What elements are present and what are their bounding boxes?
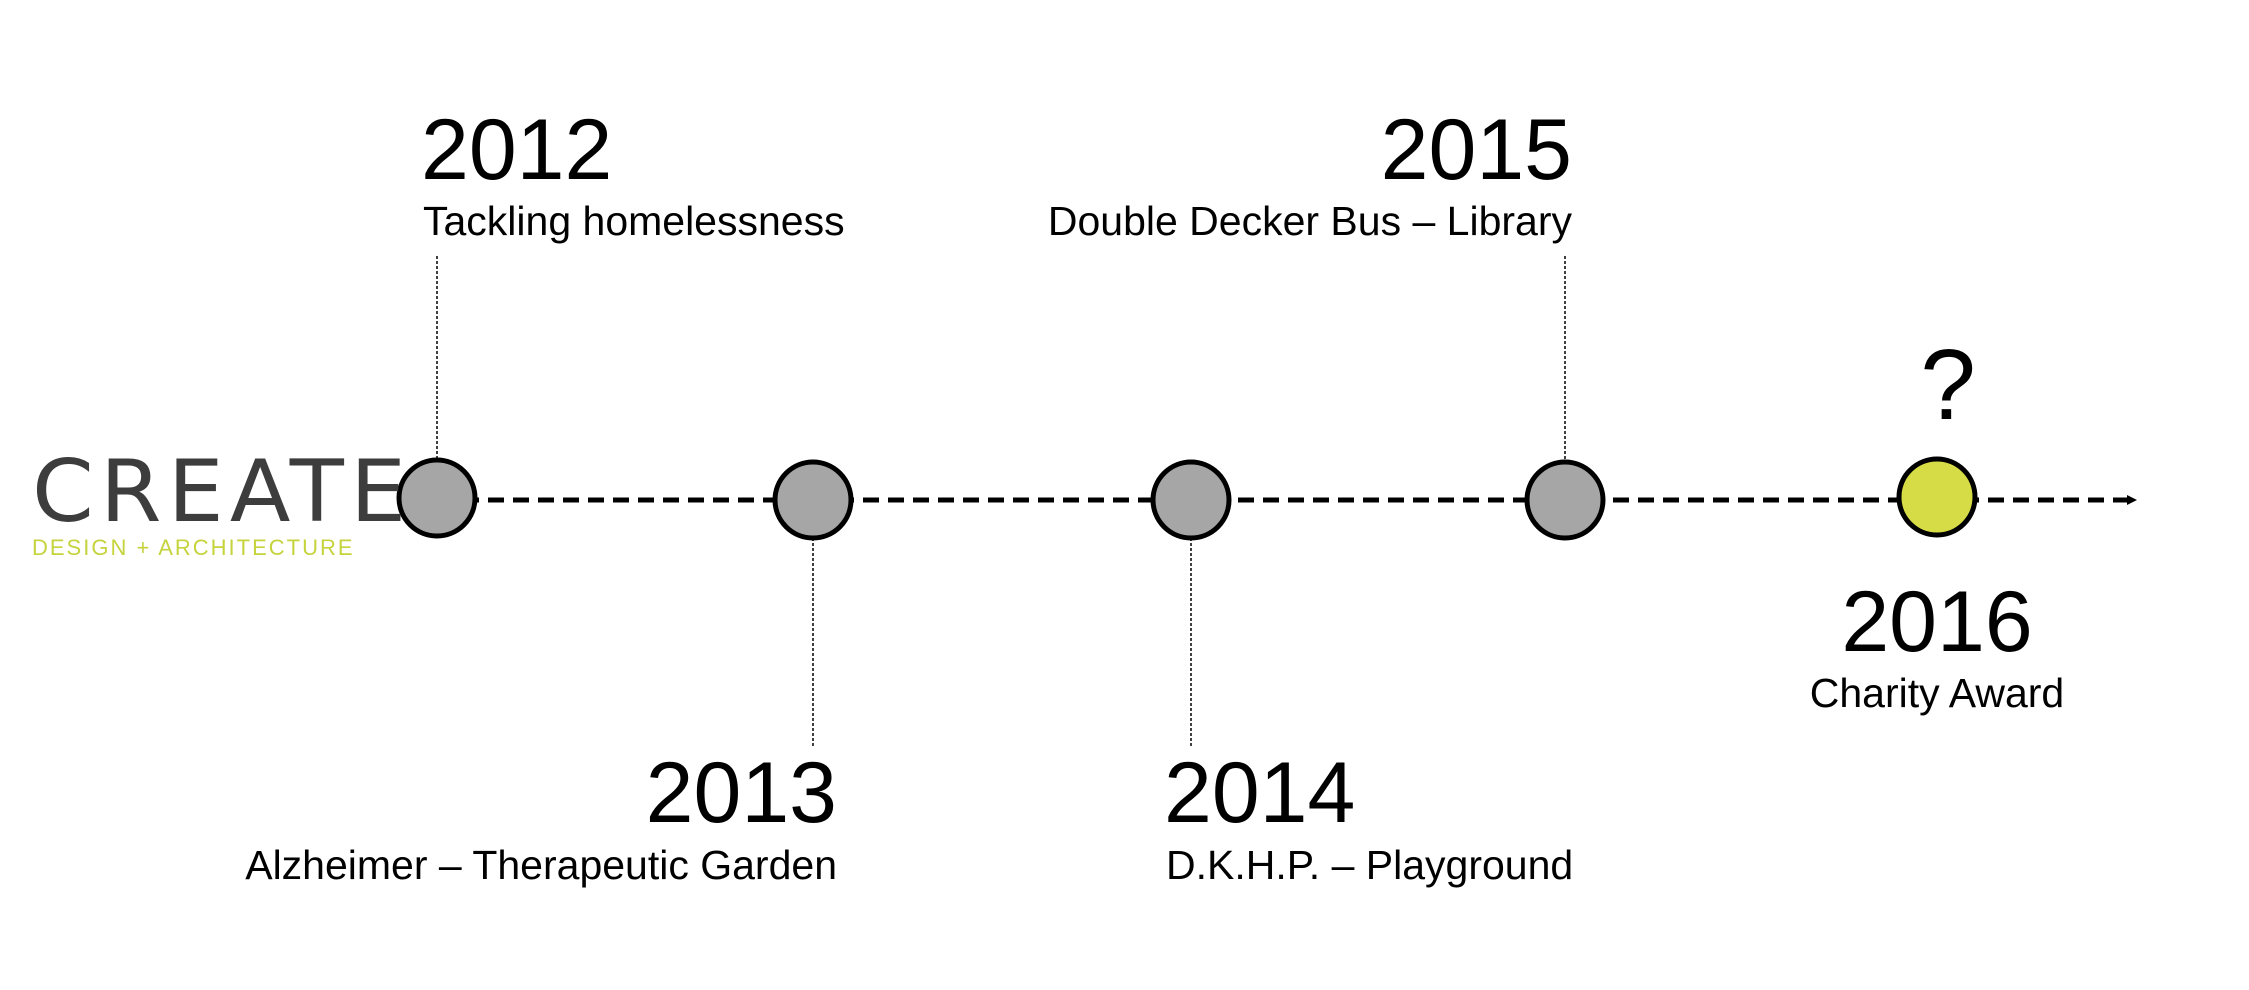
milestone-year-2013: 2013	[645, 745, 837, 841]
create-logo: CREATE DESIGN + ARCHITECTURE	[32, 448, 406, 560]
logo-wordmark: CREATE	[32, 442, 413, 542]
milestone-year-2015: 2015	[1380, 102, 1572, 198]
milestone-label-2016: Charity Award	[1809, 670, 2065, 716]
milestone-label-2012: Tackling homelessness	[423, 198, 845, 244]
future-question-mark: ?	[1920, 329, 1976, 441]
milestone-circle-2012	[396, 457, 478, 539]
milestone-year-2014: 2014	[1164, 745, 1356, 841]
milestone-circle-2015	[1524, 459, 1606, 541]
milestone-label-2015: Double Decker Bus – Library	[1047, 198, 1572, 244]
logo-tagline: DESIGN + ARCHITECTURE	[32, 535, 355, 560]
milestone-year-2016: 2016	[1841, 574, 2033, 670]
milestone-label-2014: D.K.H.P. – Playground	[1166, 842, 1574, 888]
milestone-circle-2014	[1150, 459, 1232, 541]
milestone-year-2012: 2012	[421, 102, 613, 198]
milestone-label-2013: Alzheimer – Therapeutic Garden	[245, 842, 837, 888]
milestone-circle-2013	[772, 459, 854, 541]
milestone-circle-2016	[1896, 456, 1978, 538]
